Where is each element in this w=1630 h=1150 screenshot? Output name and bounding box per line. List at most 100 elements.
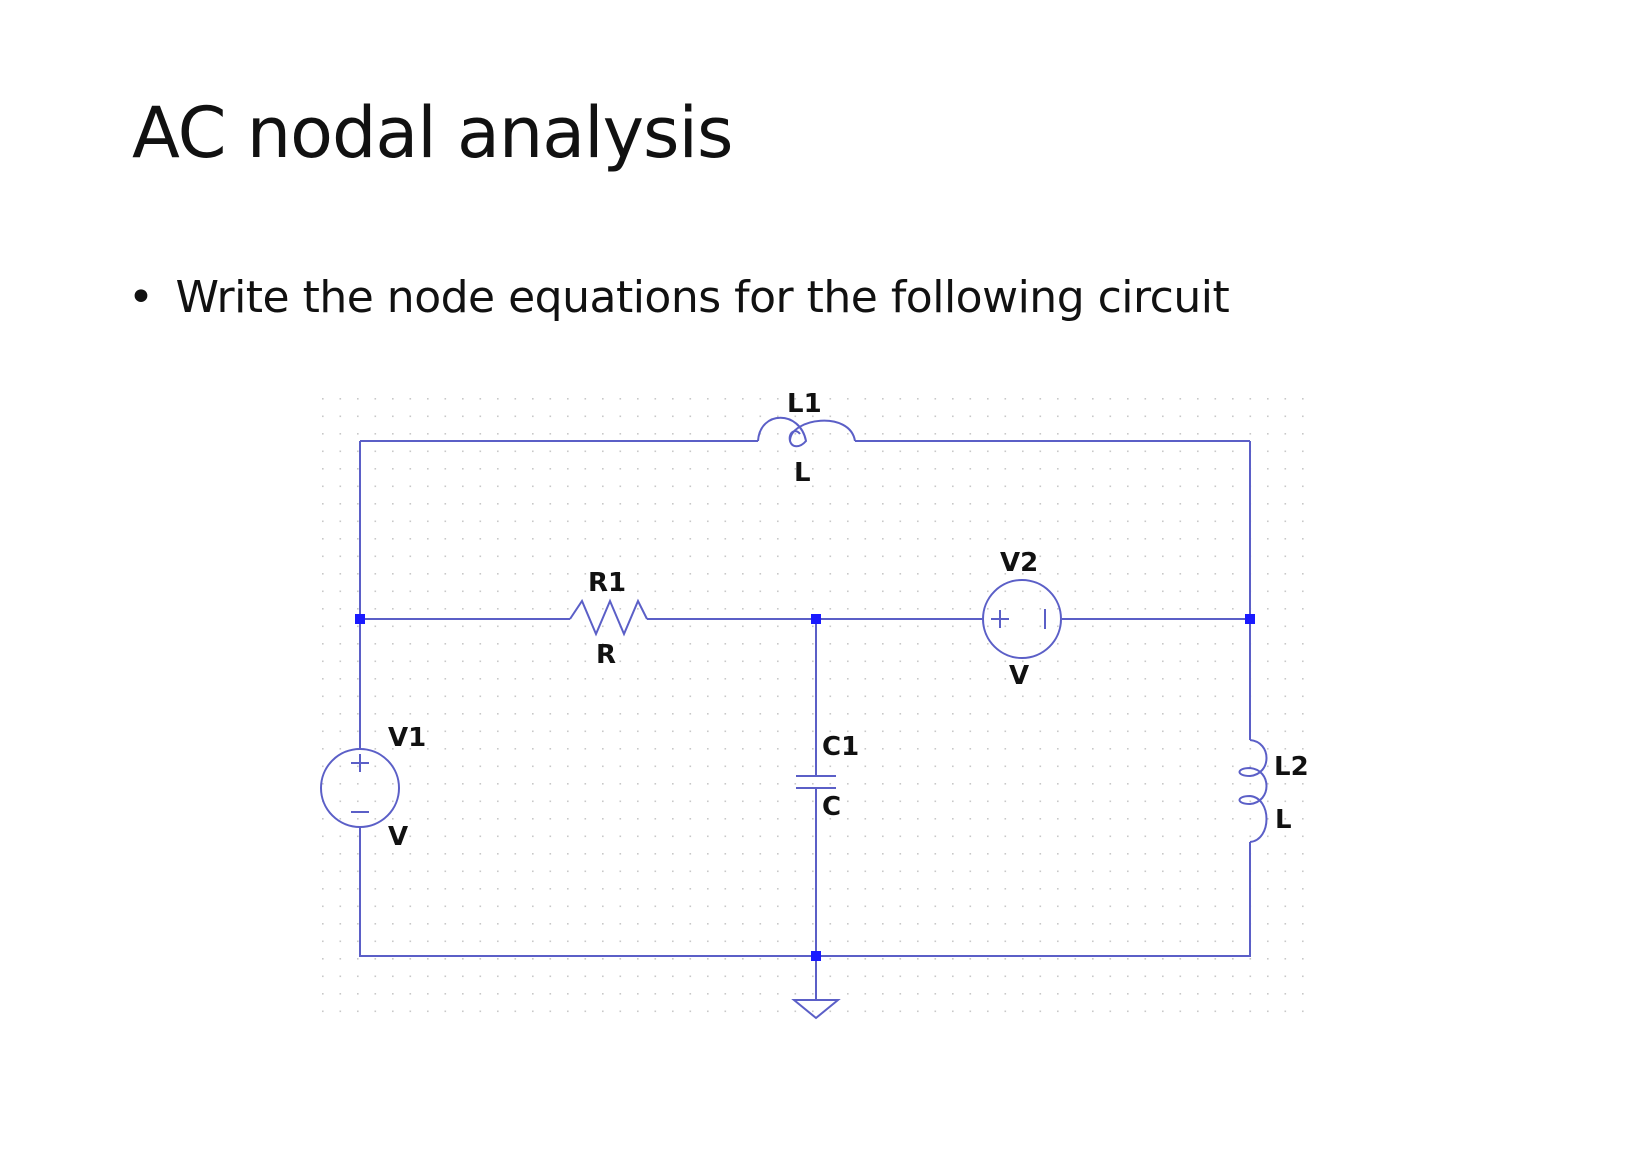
grid-dot <box>724 590 727 593</box>
grid-dot <box>514 993 517 995</box>
grid-dot <box>1057 975 1059 978</box>
grid-dot <box>987 888 989 890</box>
grid-dot <box>1057 923 1059 925</box>
grid-dot <box>549 503 552 505</box>
grid-dot <box>1057 695 1059 698</box>
grid-dot <box>532 678 534 680</box>
grid-dot <box>1162 678 1164 680</box>
grid-dot <box>1039 415 1042 418</box>
grid-dot <box>759 993 762 995</box>
grid-dot <box>514 853 517 855</box>
grid-dot <box>952 765 954 768</box>
grid-dot <box>532 520 534 523</box>
grid-dot <box>357 608 359 610</box>
grid-dot <box>444 660 447 663</box>
grid-dot <box>532 660 534 663</box>
grid-dot <box>427 800 429 803</box>
grid-dot <box>1057 730 1059 733</box>
grid-dot <box>794 800 797 803</box>
grid-dot <box>1004 678 1007 680</box>
grid-dot <box>952 713 954 715</box>
grid-dot <box>724 853 727 855</box>
grid-dot <box>637 905 639 908</box>
grid-dot <box>654 643 657 645</box>
grid-dot <box>654 765 657 768</box>
grid-dot <box>1057 765 1059 768</box>
grid-dot <box>672 800 674 803</box>
grid-dot <box>637 503 639 505</box>
grid-dot <box>1004 538 1007 540</box>
grid-dot <box>357 415 359 418</box>
grid-dot <box>864 905 867 908</box>
grid-dot <box>969 433 972 435</box>
grid-dot <box>1232 468 1234 470</box>
grid-dot <box>1197 800 1199 803</box>
grid-dot <box>427 573 429 575</box>
grid-dot <box>1092 905 1094 908</box>
grid-dot <box>829 923 832 925</box>
grid-dot <box>1004 888 1007 890</box>
grid-dot <box>899 923 902 925</box>
grid-dot <box>357 398 359 400</box>
grid-dot <box>934 800 937 803</box>
grid-dot <box>742 993 744 995</box>
grid-dot <box>672 730 674 733</box>
grid-dot <box>829 555 832 558</box>
grid-dot <box>1179 1010 1182 1013</box>
grid-dot <box>1127 538 1129 540</box>
grid-dot <box>567 538 569 540</box>
grid-dot <box>339 468 342 470</box>
grid-dot <box>567 713 569 715</box>
grid-dot <box>829 818 832 820</box>
grid-dot <box>759 415 762 418</box>
grid-dot <box>742 573 744 575</box>
grid-dot <box>934 660 937 663</box>
grid-dot <box>637 923 639 925</box>
grid-dot <box>392 730 394 733</box>
grid-dot <box>969 853 972 855</box>
grid-dot <box>1057 450 1059 453</box>
grid-dot <box>602 923 604 925</box>
grid-dot <box>427 748 429 750</box>
grid-dot <box>864 818 867 820</box>
grid-dot <box>1022 503 1024 505</box>
grid-dot <box>742 468 744 470</box>
grid-dot <box>322 468 324 470</box>
grid-dot <box>864 940 867 943</box>
grid-dot <box>1179 870 1182 873</box>
node-markers <box>355 614 1255 961</box>
grid-dot <box>829 608 832 610</box>
grid-dot <box>794 660 797 663</box>
grid-dot <box>584 888 587 890</box>
grid-dot <box>847 573 849 575</box>
grid-dot <box>777 940 779 943</box>
grid-dot <box>1214 923 1217 925</box>
grid-dot <box>1057 1010 1059 1013</box>
grid-dot <box>969 573 972 575</box>
grid-dot <box>602 398 604 400</box>
grid-dot <box>882 800 884 803</box>
grid-dot <box>1074 678 1077 680</box>
grid-dot <box>637 975 639 978</box>
grid-dot <box>882 958 884 960</box>
grid-dot <box>444 905 447 908</box>
grid-dot <box>444 800 447 803</box>
grid-dot <box>339 450 342 453</box>
grid-dot <box>479 783 482 785</box>
grid-dot <box>882 888 884 890</box>
grid-dot <box>1232 503 1234 505</box>
grid-dot <box>1214 538 1217 540</box>
grid-dot <box>1284 748 1287 750</box>
grid-dot <box>917 555 919 558</box>
grid-dot <box>987 433 989 435</box>
grid-dot <box>654 993 657 995</box>
grid-dot <box>1092 660 1094 663</box>
grid-dot <box>1197 905 1199 908</box>
grid-dot <box>812 1010 814 1013</box>
grid-dot <box>514 870 517 873</box>
grid-dot <box>969 905 972 908</box>
grid-dot <box>637 870 639 873</box>
grid-dot <box>1284 573 1287 575</box>
grid-dot <box>724 625 727 628</box>
grid-dot <box>1004 450 1007 453</box>
